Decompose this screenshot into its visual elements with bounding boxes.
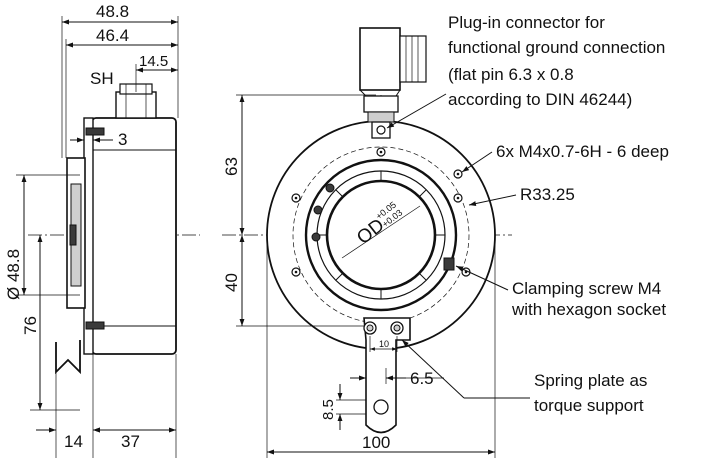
connector-note-line-2: functional ground connection <box>448 38 665 57</box>
dim-37: 37 <box>121 432 140 451</box>
spring-note-line-2: torque support <box>534 396 644 415</box>
side-screw-bottom <box>85 321 105 330</box>
spring-note-line-1: Spring plate as <box>534 371 647 390</box>
side-view: 48.8 46.4 14.5 SH 3 Ø 48.8 76 14 37 <box>4 2 200 458</box>
dim-8-5: 8.5 <box>320 399 337 420</box>
clamp-note-line-2: with hexagon socket <box>511 300 666 319</box>
connector-note-line-4: according to DIN 46244) <box>448 90 632 109</box>
clamp-note-line-1: Clamping screw M4 <box>512 279 661 298</box>
side-spring-plate <box>55 340 81 375</box>
dim-3: 3 <box>118 130 127 149</box>
front-spring-plate <box>363 317 411 434</box>
front-threaded-holes <box>291 147 471 277</box>
dim-dia-48-8: Ø 48.8 <box>4 249 23 300</box>
side-screw-top <box>85 127 105 136</box>
connector-note-line-1: Plug-in connector for <box>448 13 605 32</box>
annotations: Plug-in connector for functional ground … <box>386 13 669 415</box>
label-sh: SH <box>90 69 114 88</box>
front-dot-3 <box>311 232 321 242</box>
front-dot-1 <box>325 183 335 193</box>
dim-76: 76 <box>21 316 40 335</box>
front-clamp-screw <box>443 257 455 271</box>
radius-note: R33.25 <box>520 185 575 204</box>
dim-6-5: 6.5 <box>410 369 434 388</box>
front-dot-2 <box>313 205 323 215</box>
dim-14-5: 14.5 <box>139 53 168 70</box>
dim-63: 63 <box>222 157 241 176</box>
thread-note: 6x M4x0.7-6H - 6 deep <box>496 142 669 161</box>
front-connector <box>359 27 427 139</box>
dim-10: 10 <box>379 339 389 349</box>
connector-note-line-3: (flat pin 6.3 x 0.8 <box>448 65 574 84</box>
front-view: 10 6.5 8.5 100 63 40 OD +0.05 +0.03 <box>222 27 512 458</box>
dim-100: 100 <box>362 433 390 452</box>
side-connector-base <box>115 91 157 119</box>
dim-46-4: 46.4 <box>96 26 129 45</box>
dim-14: 14 <box>64 432 83 451</box>
side-housing <box>91 117 177 355</box>
dim-48-8-top: 48.8 <box>96 2 129 21</box>
dim-40: 40 <box>222 273 241 292</box>
